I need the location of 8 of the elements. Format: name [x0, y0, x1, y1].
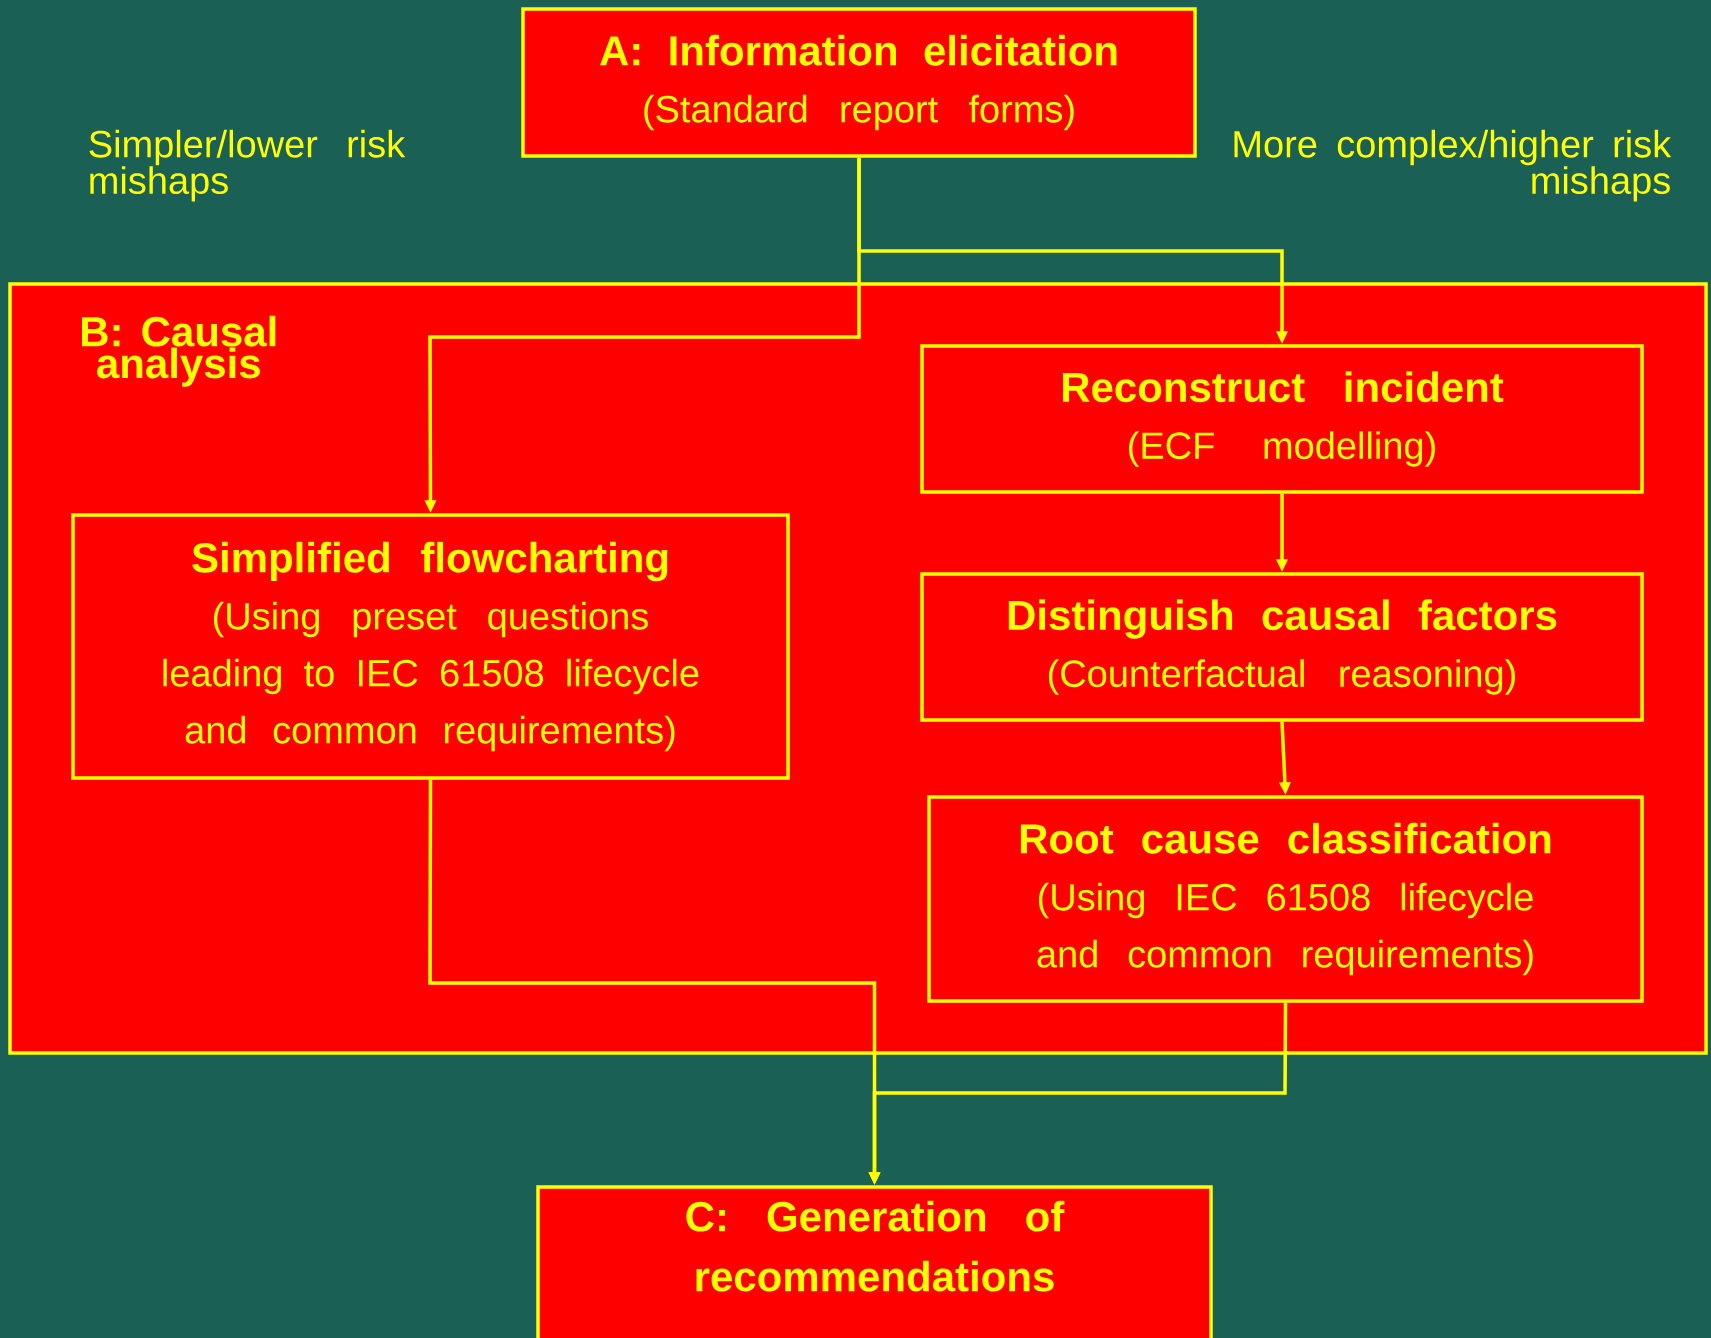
process-box: A: Information elicitation (Standard report forms): [521, 7, 1197, 158]
process-box: C: Generation of recommendations: [536, 1185, 1213, 1338]
process-box: Simplified flowcharting (Using preset questions leading to IEC 61508 lifecycle and common requirements): [71, 513, 790, 780]
side-note: More complex/higher risk mishaps: [1234, 129, 1672, 202]
process-box: Reconstruct incident (ECF modelling): [920, 344, 1644, 494]
process-box: Root cause classification (Using IEC 61508 lifecycle and common requirements): [927, 795, 1644, 1003]
process-box: Distinguish causal factors (Counterfactual reasoning): [920, 572, 1644, 722]
side-note: Simpler/lower risk mishaps: [89, 129, 406, 202]
